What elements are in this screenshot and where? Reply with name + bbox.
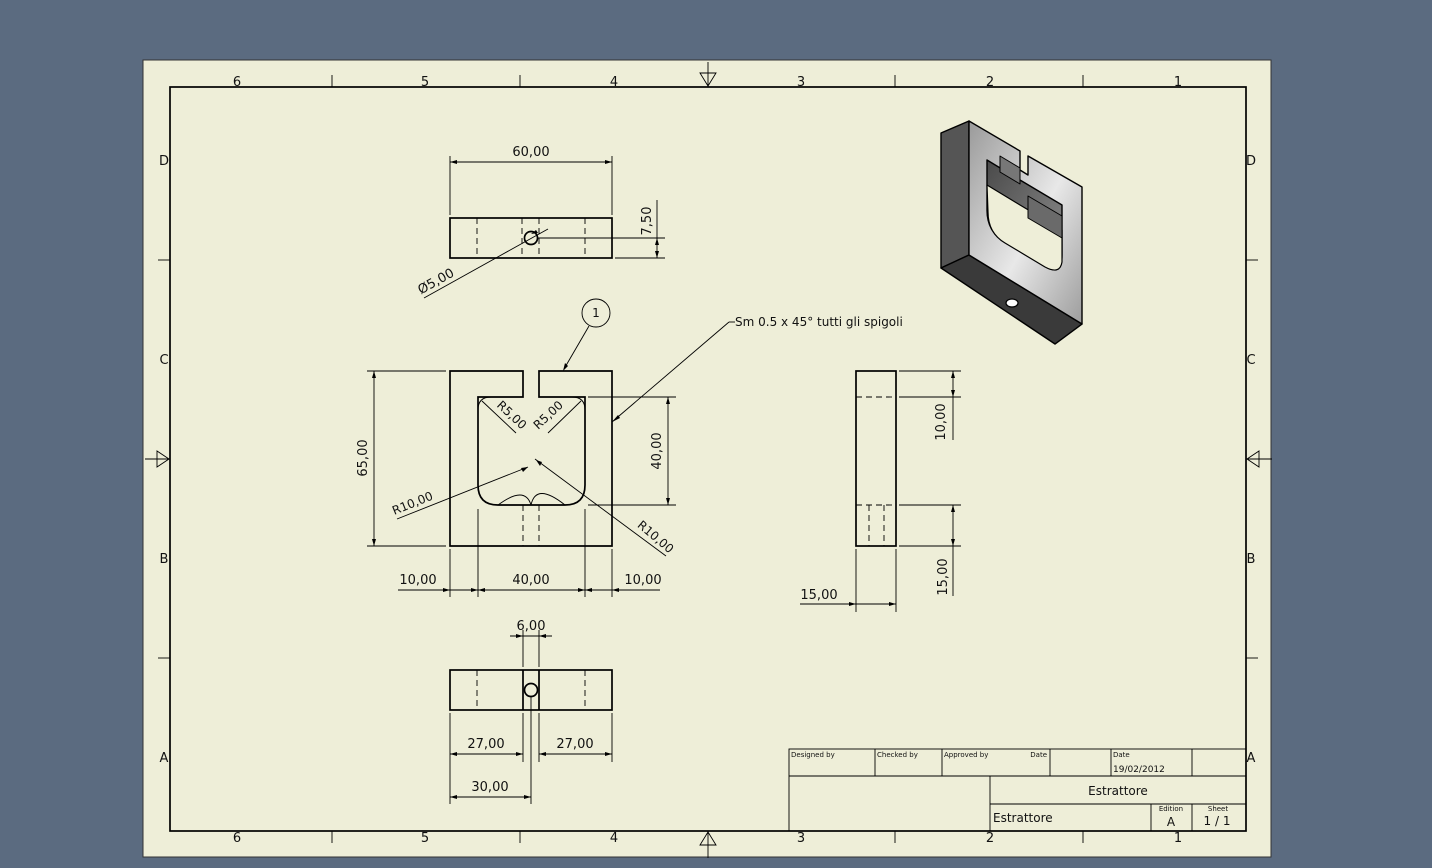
tb-edition-value: A: [1167, 815, 1176, 829]
dim-side-width: 15,00: [800, 588, 837, 603]
paper: [142, 59, 1272, 858]
side-view-outline: [855, 370, 897, 547]
dim-bottom-mid: 40,00: [512, 573, 549, 588]
tb-edition-label: Edition: [1159, 805, 1183, 813]
top-view: 60,00 7,50 Ø5,00: [416, 145, 665, 299]
tb-date-label-2: Date: [1113, 751, 1130, 759]
col-label: 6: [233, 831, 241, 846]
dim-top-width: 60,00: [512, 145, 549, 160]
side-view: 10,00 15,00 15,00: [800, 370, 961, 612]
row-label: B: [1247, 552, 1256, 567]
col-label: 4: [610, 75, 618, 90]
col-label: 3: [797, 75, 805, 90]
dim-side-bottom: 15,00: [936, 558, 951, 595]
row-label: A: [1247, 751, 1256, 766]
row-label: D: [1246, 154, 1256, 169]
dim-slot-width: 6,00: [517, 619, 546, 634]
row-label: C: [1246, 353, 1255, 368]
bottom-view: 6,00 27,00 27,00 30,00: [449, 619, 613, 804]
tb-title: Estrattore: [1088, 784, 1148, 798]
dim-front-height: 65,00: [356, 439, 371, 476]
tb-sheet-label: Sheet: [1208, 805, 1228, 813]
col-label: 6: [233, 75, 241, 90]
tb-approved-by: Approved by: [944, 751, 988, 759]
dim-bot-overall: 30,00: [471, 780, 508, 795]
tb-sheet-value: 1 / 1: [1204, 814, 1231, 828]
tb-date-value: 19/02/2012: [1113, 765, 1165, 775]
col-label: 5: [421, 831, 429, 846]
col-label: 2: [986, 75, 994, 90]
tb-designed-by: Designed by: [791, 751, 835, 759]
dim-bot-right: 27,00: [556, 737, 593, 752]
row-label: D: [159, 154, 169, 169]
col-label: 1: [1174, 831, 1182, 846]
tb-date-label-1: Date: [1030, 751, 1047, 759]
title-block: Designed by Checked by Approved by Date …: [788, 748, 1247, 832]
row-label: C: [159, 353, 168, 368]
balloon-number: 1: [592, 306, 600, 320]
dim-bottom-right: 10,00: [624, 573, 661, 588]
row-label: B: [160, 552, 169, 567]
frame-ticks: [145, 62, 1272, 858]
column-labels-top: 6 5 4 3 2 1: [233, 75, 1182, 90]
dim-side-top: 10,00: [934, 403, 949, 440]
row-labels-right: D C B A: [1246, 154, 1256, 766]
col-label: 2: [986, 831, 994, 846]
dim-bottom-left: 10,00: [399, 573, 436, 588]
col-label: 1: [1174, 75, 1182, 90]
row-label: A: [160, 751, 169, 766]
bottom-view-hole: [523, 682, 539, 698]
dim-inner-height: 40,00: [650, 432, 665, 469]
tb-checked-by: Checked by: [877, 751, 918, 759]
dim-bot-left: 27,00: [467, 737, 504, 752]
chamfer-note: Sm 0.5 x 45° tutti gli spigoli: [735, 315, 903, 329]
isometric-view: [940, 120, 1083, 345]
col-label: 3: [797, 831, 805, 846]
row-labels-left: D C B A: [159, 154, 169, 766]
dim-top-height: 7,50: [640, 207, 655, 236]
col-label: 4: [610, 831, 618, 846]
tb-part-name: Estrattore: [993, 811, 1053, 825]
balloon: [581, 298, 611, 328]
col-label: 5: [421, 75, 429, 90]
column-labels-bottom: 6 5 4 3 2 1: [233, 831, 1182, 846]
